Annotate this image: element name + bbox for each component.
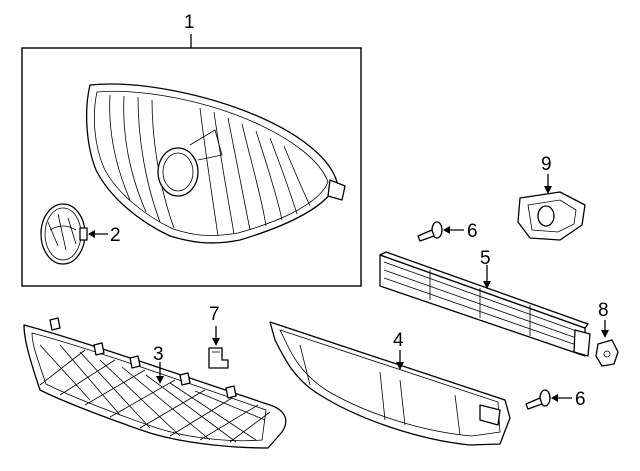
push-pin-upper: [417, 221, 443, 242]
callout-5-arrowhead: [483, 281, 491, 289]
callout-6a-arrowhead: [443, 226, 450, 234]
retainer-clip: [208, 347, 229, 369]
callout-9-arrowhead: [544, 186, 552, 194]
callout-7-arrowhead: [212, 338, 220, 346]
callout-7: 7: [209, 304, 220, 325]
emblem: [40, 203, 88, 265]
callout-5: 5: [480, 248, 491, 269]
push-pin-lower: [525, 389, 551, 410]
callout-8-arrowhead: [601, 330, 609, 338]
callout-6b: 6: [575, 389, 586, 410]
shutter-actuator: [517, 191, 586, 241]
callout-9: 9: [541, 154, 552, 175]
callout-3-arrowhead: [156, 376, 164, 384]
callout-4-arrowhead: [396, 362, 404, 370]
callout-1: 1: [184, 12, 195, 33]
shutter-assembly: [379, 251, 591, 357]
bracket: [595, 339, 619, 367]
lower-grille: [23, 317, 287, 449]
grille-support: [269, 321, 511, 446]
callout-4: 4: [393, 330, 404, 351]
callout-3: 3: [153, 344, 164, 365]
callout-2-arrowhead: [88, 230, 95, 238]
upper-grille: [85, 83, 346, 244]
callout-8: 8: [598, 300, 609, 321]
callout-6b-arrowhead: [551, 394, 558, 402]
callout-6a: 6: [467, 221, 478, 242]
callout-2: 2: [110, 225, 121, 246]
